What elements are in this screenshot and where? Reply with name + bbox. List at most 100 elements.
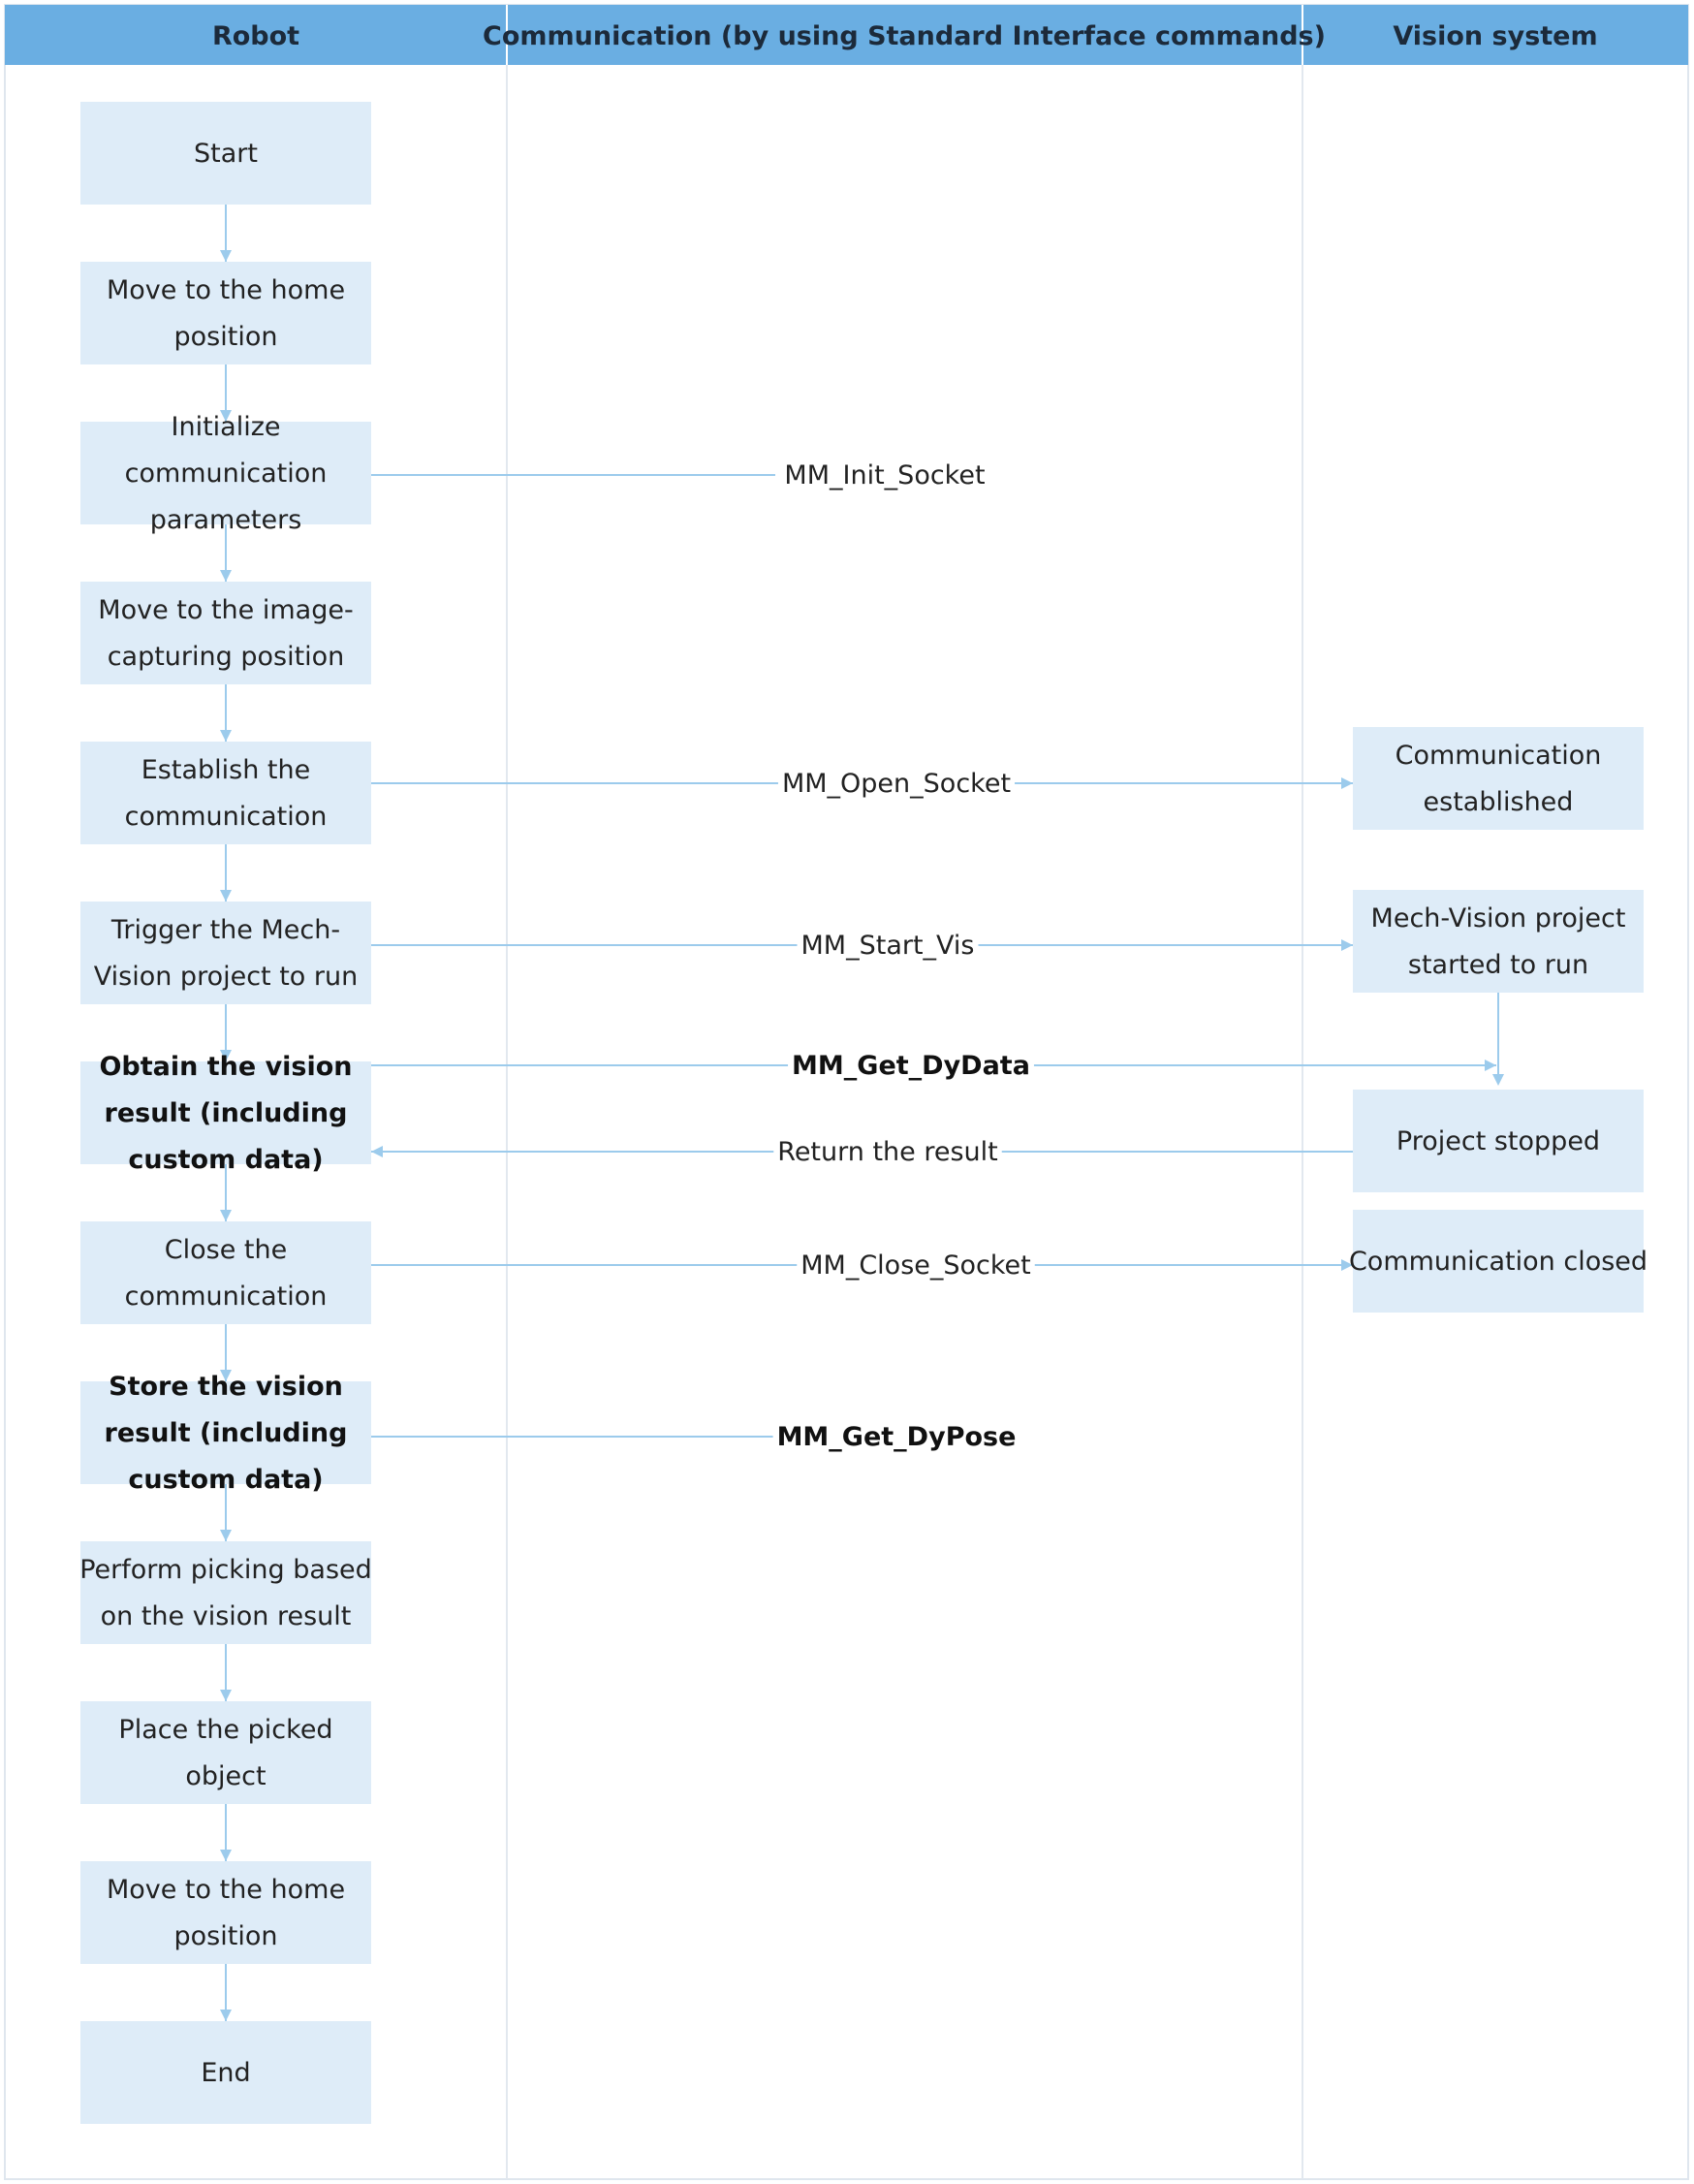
robot-step-home1-box — [80, 262, 371, 364]
command-label-return-result: Return the result — [777, 1137, 997, 1167]
flow-arrowhead-pick — [220, 1690, 232, 1701]
vision-state-started-text-line: started to run — [1408, 950, 1588, 980]
flow-arrowhead-trigger — [220, 1050, 232, 1061]
vision-state-closed-text-line: Communication closed — [1349, 1247, 1647, 1277]
robot-step-capture-node: Move to the image-capturing position — [80, 582, 371, 684]
vision-state-started-box — [1353, 890, 1644, 993]
robot-step-obtain-node: Obtain the vision result (including custom… — [80, 1052, 371, 1175]
robot-step-obtain-box — [80, 1061, 371, 1164]
robot-step-store-box — [80, 1381, 371, 1484]
robot-step-close-text-line: communication — [125, 1282, 328, 1312]
command-arrowhead-get-dydata — [1485, 1060, 1496, 1071]
edge-label-layer: MM_Init_SocketMM_Open_SocketMM_Start_Vis… — [772, 460, 1035, 1452]
robot-step-home2-text-line: Move to the home — [107, 1875, 345, 1905]
command-label-close-socket: MM_Close_Socket — [800, 1250, 1031, 1281]
command-arrowhead-return-result — [371, 1146, 383, 1157]
robot-step-pick-text-line: on the vision result — [101, 1601, 352, 1631]
vision-state-started-node: Mech-Vision project started to run — [1353, 890, 1644, 993]
robot-step-establish-node: Establish the communication — [80, 742, 371, 844]
robot-step-init-text-line: Initialize — [172, 412, 281, 442]
robot-step-place-node: Place the picked object — [80, 1701, 371, 1804]
robot-step-trigger-text-line: Trigger the Mech- — [110, 915, 340, 945]
vision-state-stopped-text-line: Project stopped — [1396, 1126, 1600, 1156]
command-arrowhead-start-vis — [1341, 939, 1353, 951]
robot-step-trigger-box — [80, 902, 371, 1004]
robot-step-home2-box — [80, 1861, 371, 1964]
vision-state-stopped-box — [1353, 1090, 1644, 1192]
flow-arrowhead-home2 — [220, 2010, 232, 2021]
robot-step-start-box — [80, 102, 371, 205]
flow-arrowhead-establish — [220, 890, 232, 902]
robot-step-establish-box — [80, 742, 371, 844]
robot-step-trigger-text-line: Vision project to run — [94, 962, 358, 992]
robot-step-store-text-line: result (including — [105, 1418, 348, 1448]
robot-step-init-box — [80, 422, 371, 524]
robot-step-place-text-line: Place the picked — [118, 1715, 332, 1745]
robot-step-store-text-line: Store the vision — [109, 1372, 343, 1402]
robot-step-end-text-line: End — [201, 2058, 250, 2088]
vision-state-established-node: Communication established — [1353, 727, 1644, 830]
command-label-background — [788, 1051, 1034, 1081]
vision-state-established-box — [1353, 727, 1644, 830]
command-arrowhead-open-socket — [1341, 777, 1353, 789]
command-label-get-dydata: MM_Get_DyData — [792, 1051, 1030, 1081]
robot-step-establish-text-line: Establish the — [141, 755, 310, 785]
flow-arrowhead-start — [220, 250, 232, 262]
command-label-start-vis: MM_Start_Vis — [801, 931, 975, 961]
robot-step-start-text-line: Start — [194, 139, 258, 169]
robot-step-trigger-node: Trigger the Mech- Vision project to run — [80, 902, 371, 1004]
flow-arrowhead-obtain — [220, 1210, 232, 1221]
robot-step-capture-text-line: capturing position — [108, 642, 345, 672]
robot-step-store-node: Store the vision result (including custom … — [80, 1372, 371, 1495]
command-label-background — [797, 931, 979, 961]
robot-step-init-node: Initialize communication parameters — [80, 412, 371, 535]
vision-flow-arrowhead — [1492, 1074, 1504, 1086]
vision-state-started-text-line: Mech-Vision project — [1371, 903, 1626, 934]
vision-state-stopped-node: Project stopped — [1353, 1090, 1644, 1192]
vision-state-closed-node: Communication closed — [1349, 1210, 1647, 1313]
command-label-background — [772, 1422, 1020, 1452]
robot-step-place-box — [80, 1701, 371, 1804]
command-label-background — [780, 460, 989, 491]
command-label-background — [773, 1137, 1002, 1167]
robot-step-establish-text-line: communication — [125, 802, 328, 832]
flow-arrowhead-home1 — [220, 410, 232, 422]
robot-step-obtain-text-line: result (including — [105, 1098, 348, 1128]
robot-step-close-text-line: Close the — [165, 1235, 287, 1265]
robot-step-home1-text-line: position — [174, 322, 278, 352]
robot-step-close-node: Close the communication — [80, 1221, 371, 1324]
command-label-get-dypose: MM_Get_DyPose — [777, 1422, 1017, 1452]
lane-header-communication: Communication (by using Standard Interfa… — [483, 21, 1326, 51]
robot-step-store-text-line: custom data) — [128, 1465, 323, 1495]
command-label-open-socket: MM_Open_Socket — [782, 769, 1011, 799]
vision-state-established-text-line: established — [1424, 787, 1574, 817]
flow-arrowhead-capture — [220, 730, 232, 742]
flow-arrowhead-close — [220, 1370, 232, 1381]
flow-arrowhead-place — [220, 1850, 232, 1861]
robot-step-start-node: Start — [80, 102, 371, 205]
command-label-init-socket: MM_Init_Socket — [784, 460, 985, 491]
header-bar — [5, 5, 1688, 65]
robot-step-obtain-text-line: Obtain the vision — [99, 1052, 352, 1082]
command-arrowhead-close-socket — [1341, 1259, 1353, 1271]
robot-step-close-box — [80, 1221, 371, 1324]
vision-state-closed-box — [1353, 1210, 1644, 1313]
robot-step-end-node: End — [80, 2021, 371, 2124]
command-label-background — [777, 769, 1016, 799]
robot-step-obtain-text-line: custom data) — [128, 1145, 323, 1175]
robot-step-capture-text-line: Move to the image- — [98, 595, 353, 625]
robot-step-init-text-line: communication — [125, 459, 328, 489]
robot-step-init-text-line: parameters — [150, 505, 302, 535]
command-label-background — [797, 1250, 1035, 1281]
lane-header-robot: Robot — [212, 21, 299, 51]
robot-step-pick-box — [80, 1541, 371, 1644]
flow-arrowhead-store — [220, 1530, 232, 1541]
robot-step-home2-node: Move to the home position — [80, 1861, 371, 1964]
robot-step-pick-text-line: Perform picking based — [79, 1555, 372, 1585]
robot-step-place-text-line: object — [185, 1761, 266, 1791]
robot-step-home2-text-line: position — [174, 1921, 278, 1951]
vision-state-established-text-line: Communication — [1396, 741, 1602, 771]
